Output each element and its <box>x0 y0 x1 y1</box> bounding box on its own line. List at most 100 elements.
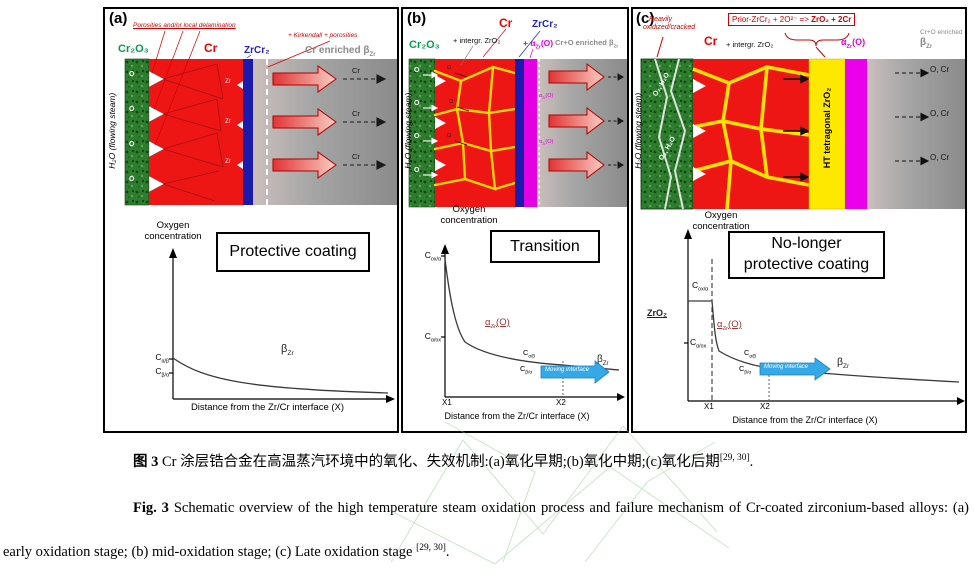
moving-interface-arrow <box>540 360 610 384</box>
plot-axes-b <box>441 252 619 398</box>
panel-b: (b) Cr ZrCr₂ Cr₂O₃ + intergr. ZrO₂ + αZr… <box>401 7 629 433</box>
layer-label-alpha-c: αZr(O) <box>841 37 866 50</box>
caption-english: Fig. 3 Schematic overview of the high te… <box>3 488 969 572</box>
zrcr2-leader <box>246 54 252 59</box>
oxide-cracks <box>654 58 687 210</box>
panel-b-graphics <box>408 28 627 401</box>
plot-ylabel-b: Oxygen concentration <box>440 204 498 226</box>
cr2o3-layer <box>124 58 150 206</box>
layer-label-zrcr2-b: ZrCr₂ <box>532 19 558 30</box>
zrcr2-layer <box>515 59 524 207</box>
caption-en-prefix: Fig. 3 <box>133 500 169 516</box>
panel-c: (c) Heavily oxidized/cracked Prior-ZrCr₂… <box>631 7 967 433</box>
zr-diffusion-label: Zr <box>225 79 231 85</box>
plot-xlabel-b: Distance from the Zr/Cr interface (X) <box>444 411 590 421</box>
caption-en-period: . <box>445 543 450 560</box>
watermark <box>385 421 730 565</box>
reaction-brace <box>656 32 850 58</box>
o-cr-diffusion-arrows <box>895 68 930 166</box>
steam-label-b: H₂O (flowing steam) <box>403 92 414 169</box>
zr-diffusion-label: Zr <box>225 119 231 125</box>
alpha-zr-o-plot-label-b: αZr(O) <box>485 317 510 330</box>
no-longer-line2: protective coating <box>743 256 870 273</box>
no-longer-line1: No-longer <box>771 235 842 253</box>
x-axis-arrowhead-b <box>617 393 625 401</box>
c-alpha-beta-label-a: Cα/β <box>155 352 169 365</box>
panel-c-graphics <box>640 32 965 405</box>
protective-coating-box: Protective coating <box>216 232 370 272</box>
x1-tick-label-c: X1 <box>704 402 714 411</box>
oxygen-o-label: O <box>414 167 420 174</box>
oxygen-ingress-arrows <box>423 71 439 179</box>
c-ox-alpha-label-b: Cox/α <box>424 250 441 263</box>
annotation-kirkendall: + Kirkendall + porosities <box>288 32 358 39</box>
zr-diffusion-label: Zr <box>225 159 231 165</box>
plot-xlabel-c: Distance from the Zr/Cr interface (X) <box>732 415 878 425</box>
top-label-leaders <box>460 28 541 66</box>
layer-label-cr-a: Cr <box>204 41 218 55</box>
c-alpha-ox-label-b: Cα/ox <box>424 331 441 344</box>
y-axis-arrowhead-a <box>169 248 177 258</box>
intergranular-zro2-network <box>692 65 810 210</box>
beta-zr-layer <box>867 59 965 209</box>
c-beta-alpha-label-b: Cβ/α <box>520 364 533 375</box>
zrcr2-layer <box>243 59 253 205</box>
x2-tick-label-b: X2 <box>556 398 566 407</box>
caption-zh-citation: [29, 30] <box>719 453 750 463</box>
intergranular-zro2-network <box>433 65 517 191</box>
no-longer-protective-box: No-longer protective coating <box>728 231 885 279</box>
annotation-leader-lines <box>151 30 331 146</box>
layer-label-cr-b: Cr <box>499 16 513 30</box>
crack-lines <box>162 63 224 202</box>
layer-label-cr2o3-a: Cr₂O₃ <box>118 43 149 55</box>
oxygen-o-label: O <box>129 71 135 78</box>
oxygen-o-label: O <box>449 99 454 105</box>
annotation-heavily-line2: oxidized/cracked <box>643 24 696 31</box>
x1-tick-label-b: X1 <box>442 398 452 407</box>
c-alpha-beta-label-c: Cα/β <box>744 348 757 359</box>
alpha-zr-o-layer <box>845 59 867 209</box>
reaction-bold: ZrO₂ + 2Cr <box>811 15 852 24</box>
oxide-growth-arrows <box>783 74 810 182</box>
alpha-zr-o-small-label: αZr(O) <box>539 139 554 147</box>
alpha-zr-o-layer <box>524 59 537 207</box>
plot-ylabel-c: Oxygen concentration <box>692 210 750 232</box>
caption-chinese: 图 3 Cr 涂层锆合金在高温蒸汽环境中的氧化、失效机制:(a)氧化早期;(b)… <box>3 446 969 474</box>
annotation-porosities: Porosities and/or local delamination <box>133 22 236 29</box>
figure-3: (a) Porosities and/or local delamination… <box>103 7 967 437</box>
plot-xlabel-a: Distance from the Zr/Cr interface (X) <box>190 402 345 413</box>
c-ox-alpha-label-c: Cox/α <box>692 280 709 293</box>
panel-c-tag: (c) <box>636 10 655 27</box>
alpha-zr-o-plot-label-c: αZr(O) <box>717 319 742 332</box>
dashed-cr-arrows <box>343 74 387 170</box>
beta-zr-label-c: βZr <box>837 356 850 371</box>
panel-a-graphics <box>124 30 397 403</box>
reaction-plain: Prior-ZrCr₂ + 2O²⁻ => <box>732 15 812 24</box>
steam-label-a: H₂O (flowing steam) <box>107 92 118 169</box>
cr2o3-layer <box>408 58 436 208</box>
cr-diffusion-arrows <box>548 62 605 180</box>
caption-en-body: Schematic overview of the high temperatu… <box>3 500 969 560</box>
oxygen-curve-a <box>172 357 389 394</box>
reaction-equation-box: Prior-ZrCr₂ + 2O²⁻ => ZrO₂ + 2Cr <box>728 13 856 26</box>
panel-a-tag: (a) <box>109 10 128 27</box>
annotation-cr-o-enriched: Cr+O enriched <box>920 29 963 36</box>
oxygen-o-label: O <box>129 176 135 183</box>
ht-tetragonal-zro2-label: HT tetragonal ZrO₂ <box>821 87 832 169</box>
beta-zr-label-b: βZr <box>597 354 609 367</box>
cr-diffusion-label: Cr <box>352 152 360 161</box>
plot-axes-a <box>169 256 388 400</box>
panel-a: (a) Porosities and/or local delamination… <box>103 7 399 433</box>
ht-tetragonal-zro2-layer <box>808 58 846 210</box>
caption-en-citation: [29, 30] <box>416 543 446 553</box>
caption-zh-body: Cr 涂层锆合金在高温蒸汽环境中的氧化、失效机制:(a)氧化早期;(b)氧化中期… <box>158 453 720 470</box>
layer-label-intergr-c: + intergr. ZrO₂ <box>726 40 774 49</box>
transition-text: Transition <box>510 237 580 255</box>
o-cr-label: O, Cr <box>930 109 950 118</box>
layer-label-intergr-b: + intergr. ZrO₂ <box>453 36 501 45</box>
c-alpha-ox-label-c: Cα/ox <box>690 337 707 350</box>
o-cr-label: O, Cr <box>930 65 950 74</box>
c-beta-alpha-label-c: Cβ/α <box>739 364 752 375</box>
cr-diffusion-label: Cr <box>352 109 360 118</box>
c-alpha-beta-label-b: Cα/β <box>523 348 536 359</box>
